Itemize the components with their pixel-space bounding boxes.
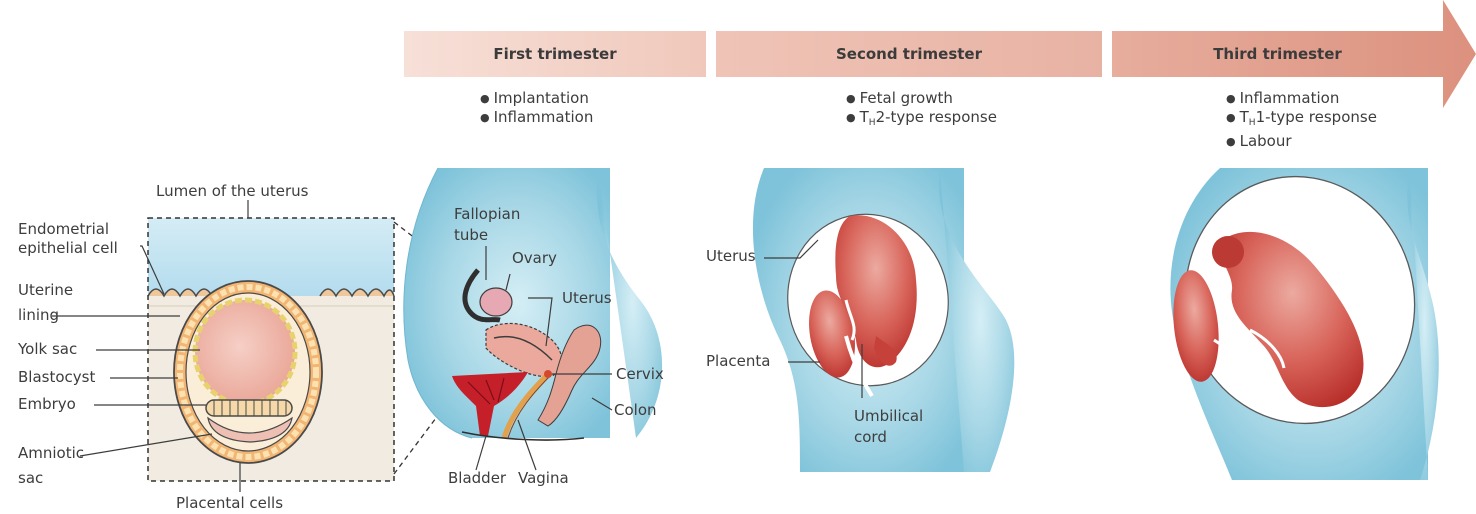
- first-trimester-title: First trimester: [404, 45, 706, 63]
- bullet-item: ●TH2-type response: [846, 108, 997, 132]
- ovary-shape: [480, 288, 512, 316]
- label-fallopian-1: Fallopian: [454, 206, 520, 223]
- first-trimester-anatomy: [404, 168, 662, 470]
- label-colon: Colon: [614, 402, 657, 419]
- label-amniotic-1: Amniotic: [18, 445, 84, 462]
- label-umbilical-2: cord: [854, 429, 887, 446]
- bullet-item: ●Inflammation: [1226, 89, 1377, 108]
- label-embryo: Embryo: [18, 396, 76, 413]
- second-trimester-bullets: ●Fetal growth ●TH2-type response: [846, 89, 997, 132]
- label-lumen: Lumen of the uterus: [156, 183, 308, 200]
- third-trimester-title: Third trimester: [1112, 45, 1443, 63]
- label-uterine-2: lining: [18, 307, 59, 324]
- label-placenta: Placenta: [706, 353, 770, 370]
- label-fallopian-2: tube: [454, 227, 488, 244]
- second-trimester-anatomy: [753, 168, 1014, 472]
- bullet-item: ●Implantation: [480, 89, 593, 108]
- label-blastocyst: Blastocyst: [18, 369, 95, 386]
- label-yolk-sac: Yolk sac: [18, 341, 77, 358]
- embryo-disc: [206, 400, 292, 416]
- label-umbilical-1: Umbilical: [854, 408, 923, 425]
- yolk-sac-shape: [195, 300, 295, 404]
- label-uterus-first: Uterus: [562, 290, 612, 307]
- bullet-item: ●TH1-type response: [1226, 108, 1377, 132]
- label-vagina: Vagina: [518, 470, 569, 487]
- third-trimester-anatomy: [1159, 152, 1440, 480]
- label-endometrial-2: epithelial cell: [18, 240, 118, 257]
- bullet-item: ●Fetal growth: [846, 89, 997, 108]
- second-trimester-title: Second trimester: [716, 45, 1102, 63]
- first-trimester-bullets: ●Implantation ●Inflammation: [480, 89, 593, 127]
- third-trimester-bullets: ●Inflammation ●TH1-type response ●Labour: [1226, 89, 1377, 151]
- bullet-item: ●Inflammation: [480, 108, 593, 127]
- label-placental-cells: Placental cells: [176, 495, 283, 512]
- label-endometrial-1: Endometrial: [18, 221, 109, 238]
- label-amniotic-2: sac: [18, 470, 43, 487]
- label-cervix: Cervix: [616, 366, 664, 383]
- bullet-item: ●Labour: [1226, 132, 1377, 151]
- label-bladder: Bladder: [448, 470, 506, 487]
- label-ovary: Ovary: [512, 250, 557, 267]
- label-uterus-second: Uterus: [706, 248, 756, 265]
- lumen-region: [148, 218, 394, 296]
- label-uterine-1: Uterine: [18, 282, 73, 299]
